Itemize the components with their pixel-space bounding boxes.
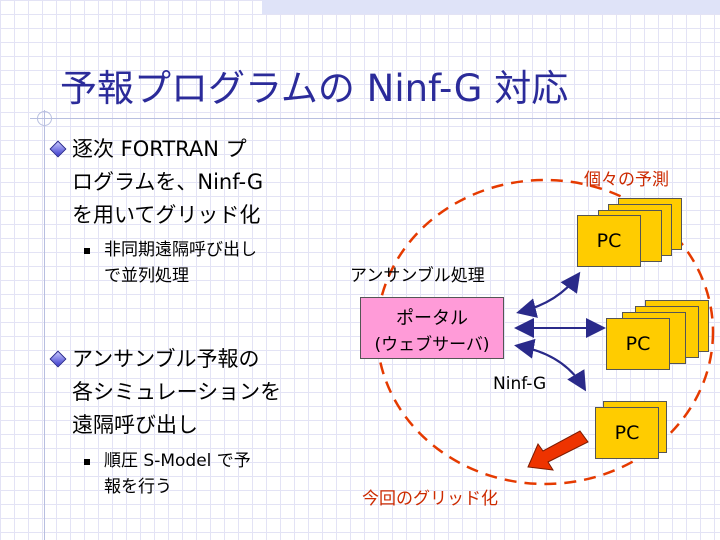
arrow-from-pc-top [516, 274, 579, 318]
pc-stack-front: PC [595, 407, 659, 459]
ninfg-label: Ninf-G [493, 374, 547, 394]
bullet-1-sub-line-1: 非同期遠隔呼び出し [104, 240, 257, 260]
pc-stack-front: PC [606, 318, 670, 370]
bullet-1-sub: 非同期遠隔呼び出し で並列処理 [104, 237, 324, 289]
frame-circle-ornament [37, 111, 52, 126]
portal-box: ポータル (ウェブサーバ) [360, 297, 504, 359]
gridification-label: 今回のグリッド化 [362, 489, 498, 509]
bullet-2-text: アンサンブル予報の 各シミュレーションを 遠隔呼び出し [72, 343, 322, 442]
bullet-1-line-1: 逐次 FORTRAN プ [72, 137, 247, 161]
arrow-from-pc-bottom [514, 338, 585, 389]
bullet-1-line-2: ログラムを、Ninf-G [72, 170, 264, 194]
ensemble-processing-label: アンサンブル処理 [350, 266, 485, 286]
portal-subtitle: (ウェブサーバ) [374, 335, 490, 355]
pc-stack-front: PC [577, 215, 641, 267]
bullet-2-sub-line-2: 報を行う [104, 477, 172, 497]
individual-forecast-label: 個々の予測 [584, 170, 669, 190]
frame-vertical-line [44, 110, 45, 540]
bullet-2-line-2: 各シミュレーションを [72, 380, 282, 404]
bullet-2-line-3: 遠隔呼び出し [72, 413, 198, 437]
square-bullet-icon [84, 459, 90, 465]
pc-label: PC [614, 422, 640, 444]
top-decor-band [262, 0, 720, 14]
slide-title: 予報プログラムの Ninf-G 対応 [60, 67, 569, 110]
arrow-to-pc-top [519, 271, 581, 313]
bullet-1-line-3: を用いてグリッド化 [72, 203, 261, 227]
bullet-2-sub-line-1: 順圧 S-Model で予 [104, 451, 251, 471]
bullet-1-text: 逐次 FORTRAN プ ログラムを、Ninf-G を用いてグリッド化 [72, 133, 322, 232]
pc-label: PC [596, 230, 622, 252]
bullet-2-sub: 順圧 S-Model で予 報を行う [104, 448, 324, 500]
square-bullet-icon [84, 248, 90, 254]
bullet-2-line-1: アンサンブル予報の [72, 347, 260, 371]
portal-title: ポータル [396, 308, 468, 329]
pc-label: PC [625, 333, 651, 355]
big-red-arrow-icon [527, 430, 589, 471]
bullet-1-sub-line-2: で並列処理 [104, 266, 189, 286]
frame-horizontal-line [30, 118, 720, 119]
